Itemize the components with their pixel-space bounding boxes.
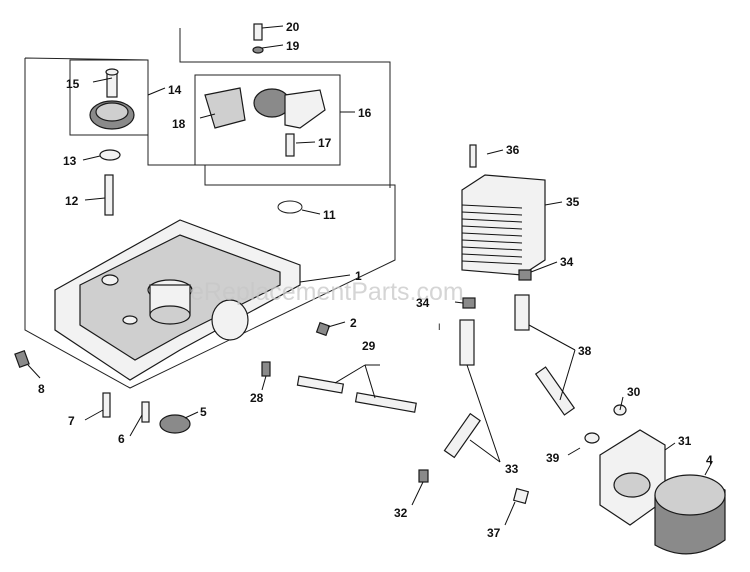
callout-18: 18	[172, 117, 186, 131]
callout-36: 36	[506, 143, 520, 157]
oil-filter-parts	[599, 429, 726, 555]
callout-29: 29	[362, 339, 376, 353]
callout-14: 14	[168, 83, 182, 97]
callout-8: 8	[38, 382, 45, 396]
oil-pan-part	[54, 219, 301, 381]
watermark-text: eReplacementParts.com	[190, 278, 464, 306]
callout-28: 28	[250, 391, 264, 405]
callout-35: 35	[566, 195, 580, 209]
oil-cooler-part	[461, 144, 546, 276]
callout-7: 7	[68, 414, 75, 428]
callout-34-lower: 34	[416, 296, 430, 310]
callout-32: 32	[394, 506, 408, 520]
hose-parts	[418, 269, 627, 505]
callout-34-upper: 34	[560, 255, 574, 269]
callout-11: 11	[323, 208, 336, 222]
hardware-parts	[14, 23, 331, 434]
callout-17: 17	[318, 136, 332, 150]
callout-labels: 20 19 15 14 18 16 17 13 12 11 1 2 8 7 6 …	[38, 20, 713, 540]
callout-13: 13	[63, 154, 77, 168]
callout-38: 38	[578, 344, 592, 358]
oil-pump-part	[204, 87, 326, 157]
callout-19: 19	[286, 39, 300, 53]
oil-tube-parts	[296, 375, 417, 413]
callout-5: 5	[200, 405, 207, 419]
callout-15: 15	[66, 77, 80, 91]
callout-20: 20	[286, 20, 300, 34]
callout-30: 30	[627, 385, 641, 399]
callout-33: 33	[505, 462, 519, 476]
callout-39: 39	[546, 451, 560, 465]
callout-4: 4	[706, 453, 713, 467]
leader-lines	[27, 25, 713, 526]
callout-1: 1	[355, 269, 362, 283]
misc-mark: I	[438, 322, 441, 332]
callout-37: 37	[487, 526, 501, 540]
callout-16: 16	[358, 106, 372, 120]
callout-6: 6	[118, 432, 125, 446]
callout-31: 31	[678, 434, 692, 448]
callout-2: 2	[350, 316, 357, 330]
idler-gear-part	[89, 68, 135, 130]
callout-12: 12	[65, 194, 79, 208]
group-frames	[24, 28, 396, 389]
